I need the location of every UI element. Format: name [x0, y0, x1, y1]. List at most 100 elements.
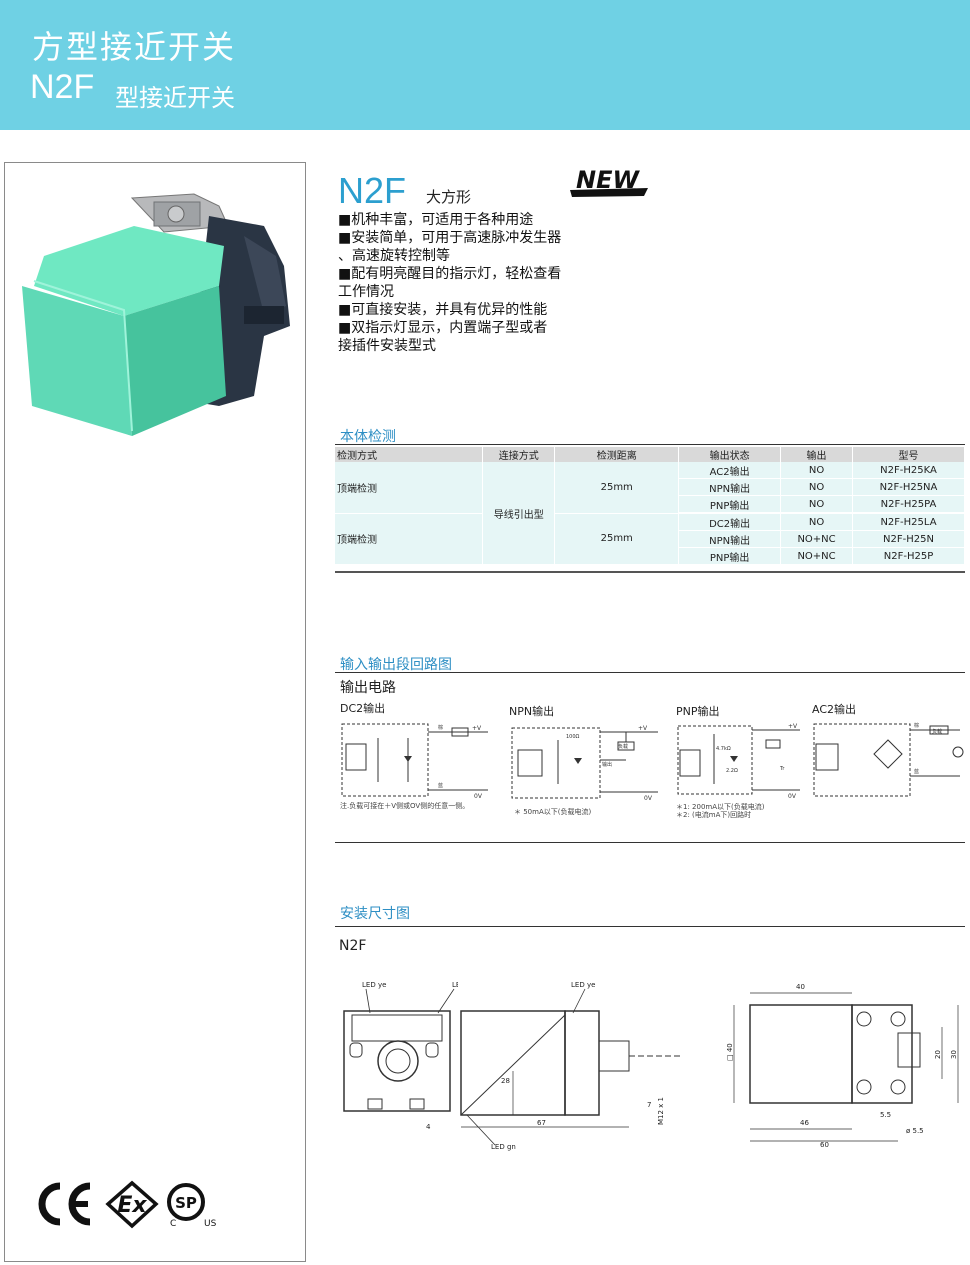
- front-view-drawing: LED ye LED gn 4: [343, 981, 458, 1131]
- ac2-brown: 棕: [914, 722, 919, 729]
- cell-connection: 导线引出型: [482, 462, 556, 565]
- cell-model: N2F-H25P: [852, 547, 965, 565]
- ce-mark: [34, 1180, 94, 1228]
- cell-model: N2F-H25N: [852, 530, 965, 548]
- col-header: 连接方式: [482, 447, 556, 462]
- top-dim-46: 46: [800, 1119, 809, 1127]
- pnp-tr: Tr: [779, 766, 785, 772]
- front-dim-4: 4: [426, 1123, 431, 1131]
- csa-us-label: US: [204, 1219, 217, 1228]
- feature-list: ■机种丰富，可适用于各种用途 ■安装简单，可用于高速脉冲发生器 、高速旋转控制等…: [338, 211, 608, 355]
- top-view-drawing: 40 46 60 5.5 ø 5.5 □ 40 20 30: [726, 983, 959, 1149]
- detection-divider: [335, 444, 965, 445]
- cell-output: NO+NC: [780, 547, 854, 565]
- top-dim-sq40: □ 40: [726, 1043, 734, 1061]
- feature-item: 工作情况: [338, 284, 394, 300]
- top-dim-40: 40: [796, 983, 805, 991]
- cell-state: AC2输出: [678, 462, 782, 479]
- top-dim-dia55: ø 5.5: [906, 1127, 924, 1135]
- dc2-circuit-diagram: +V 0V 棕 蓝: [341, 723, 488, 800]
- cell-state: NPN输出: [678, 478, 782, 496]
- side-dim-67: 67: [537, 1119, 546, 1127]
- table-row: NPN输出 NO+NC N2F-H25N: [335, 530, 965, 548]
- spec-table: 检测方式 连接方式 检测距离 输出状态 输出 型号 顶端检测 导线引出型 25m…: [335, 447, 965, 565]
- top-dim-30: 30: [950, 1050, 958, 1059]
- front-led-gn: LED gn: [452, 981, 458, 989]
- side-led-ye: LED ye: [571, 981, 595, 989]
- pnp-plusv: +V: [788, 723, 798, 730]
- cell-model: N2F-H25NA: [852, 478, 965, 496]
- ex-label: Ex: [117, 1193, 147, 1218]
- npn-load: 负载: [618, 743, 628, 750]
- csa-c-label: C: [170, 1219, 176, 1228]
- cell-model: N2F-H25KA: [852, 462, 965, 479]
- side-thread: M12 x 1: [657, 1097, 665, 1125]
- cell-state: PNP输出: [678, 495, 782, 514]
- product-size: 大方形: [426, 188, 472, 206]
- diagram-label-npn: NPN输出: [509, 705, 555, 718]
- pnp-circuit-diagram: +V 0V 4.7kΩ 2.2Ω Tr: [677, 723, 800, 800]
- top-dim-55: 5.5: [880, 1111, 891, 1119]
- dimension-section-title: 安装尺寸图: [340, 906, 410, 922]
- csa-mark: SP C US: [166, 1182, 224, 1229]
- dc2-zerov: 0V: [474, 793, 483, 800]
- top-dim-20: 20: [934, 1050, 942, 1059]
- feature-item: ■双指示灯显示，内置端子型或者: [338, 320, 548, 336]
- diagram-label-dc2: DC2输出: [340, 702, 386, 715]
- cell-distance: 25mm: [554, 513, 680, 565]
- side-dim-7: 7: [647, 1101, 651, 1109]
- pnp-r47k: 4.7kΩ: [716, 746, 731, 752]
- page-title: 方型接近开关: [32, 28, 237, 66]
- feature-item: 接插件安装型式: [338, 338, 436, 354]
- side-view-drawing: LED ye LED gn 67 28 7 M12 x 1: [460, 981, 681, 1151]
- col-header: 型号: [852, 447, 965, 462]
- ex-hexagon-icon: Ex: [105, 1180, 159, 1229]
- cell-state: DC2输出: [678, 513, 782, 531]
- cell-model: N2F-H25PA: [852, 495, 965, 514]
- pnp-zerov: 0V: [788, 793, 797, 800]
- dc2-note: 注.负载可接在＋V侧或OV侧的任意一侧。: [340, 802, 470, 810]
- diagram-label-ac2: AC2输出: [812, 703, 857, 716]
- circuit-bottom-divider: [335, 842, 965, 843]
- circuit-divider: [335, 672, 965, 673]
- side-dim-28: 28: [501, 1077, 510, 1085]
- dc2-blue: 蓝: [438, 782, 443, 789]
- dc2-brown: 棕: [438, 724, 443, 731]
- ac2-circuit-diagram: 负载 棕 蓝: [813, 722, 964, 797]
- circuit-subtitle: 输出电路: [340, 680, 396, 696]
- npn-note: ＊ 50mA以下(负载电流): [514, 808, 592, 816]
- table-header-row: 检测方式 连接方式 检测距离 输出状态 输出 型号: [335, 447, 965, 462]
- table-row: PNP输出 NO+NC N2F-H25P: [335, 547, 965, 565]
- ac2-blue: 蓝: [914, 768, 919, 775]
- cell-output: NO: [780, 462, 854, 479]
- dc2-plusv: +V: [472, 725, 482, 732]
- cell-distance: 25mm: [554, 462, 680, 514]
- cell-state: NPN输出: [678, 530, 782, 548]
- header-model: N2F: [30, 68, 95, 106]
- col-header: 输出: [780, 447, 854, 462]
- dimension-model: N2F: [339, 938, 367, 954]
- cell-output: NO: [780, 495, 854, 514]
- ac2-load: 负载: [932, 728, 942, 735]
- table-row: NPN输出 NO N2F-H25NA: [335, 478, 965, 496]
- cell-method: 顶端检测: [335, 462, 484, 514]
- npn-output: 输出: [602, 761, 612, 768]
- table-bottom-rule: [335, 571, 965, 573]
- table-row: 顶端检测 25mm DC2输出 NO N2F-H25LA: [335, 513, 965, 565]
- cell-output: NO+NC: [780, 530, 854, 548]
- table-row: PNP输出 NO N2F-H25PA: [335, 495, 965, 514]
- cell-state: PNP输出: [678, 547, 782, 565]
- npn-plusv: +V: [638, 725, 648, 732]
- diagram-label-pnp: PNP输出: [676, 705, 720, 718]
- csa-label: SP: [175, 1194, 197, 1212]
- col-header: 检测方式: [335, 447, 484, 462]
- header-subtitle: 型接近开关: [115, 84, 235, 112]
- col-header: 输出状态: [678, 447, 782, 462]
- table-row: 顶端检测 导线引出型 25mm AC2输出 NO N2F-H25KA: [335, 462, 965, 565]
- side-led-gn: LED gn: [491, 1143, 516, 1151]
- npn-circuit-diagram: +V 0V 负载 100Ω 输出: [511, 725, 658, 802]
- feature-item: ■安装简单，可用于高速脉冲发生器: [338, 230, 562, 246]
- product-panel: [4, 162, 306, 1262]
- ce-icon: [38, 1182, 91, 1226]
- product-name: N2F: [338, 170, 407, 211]
